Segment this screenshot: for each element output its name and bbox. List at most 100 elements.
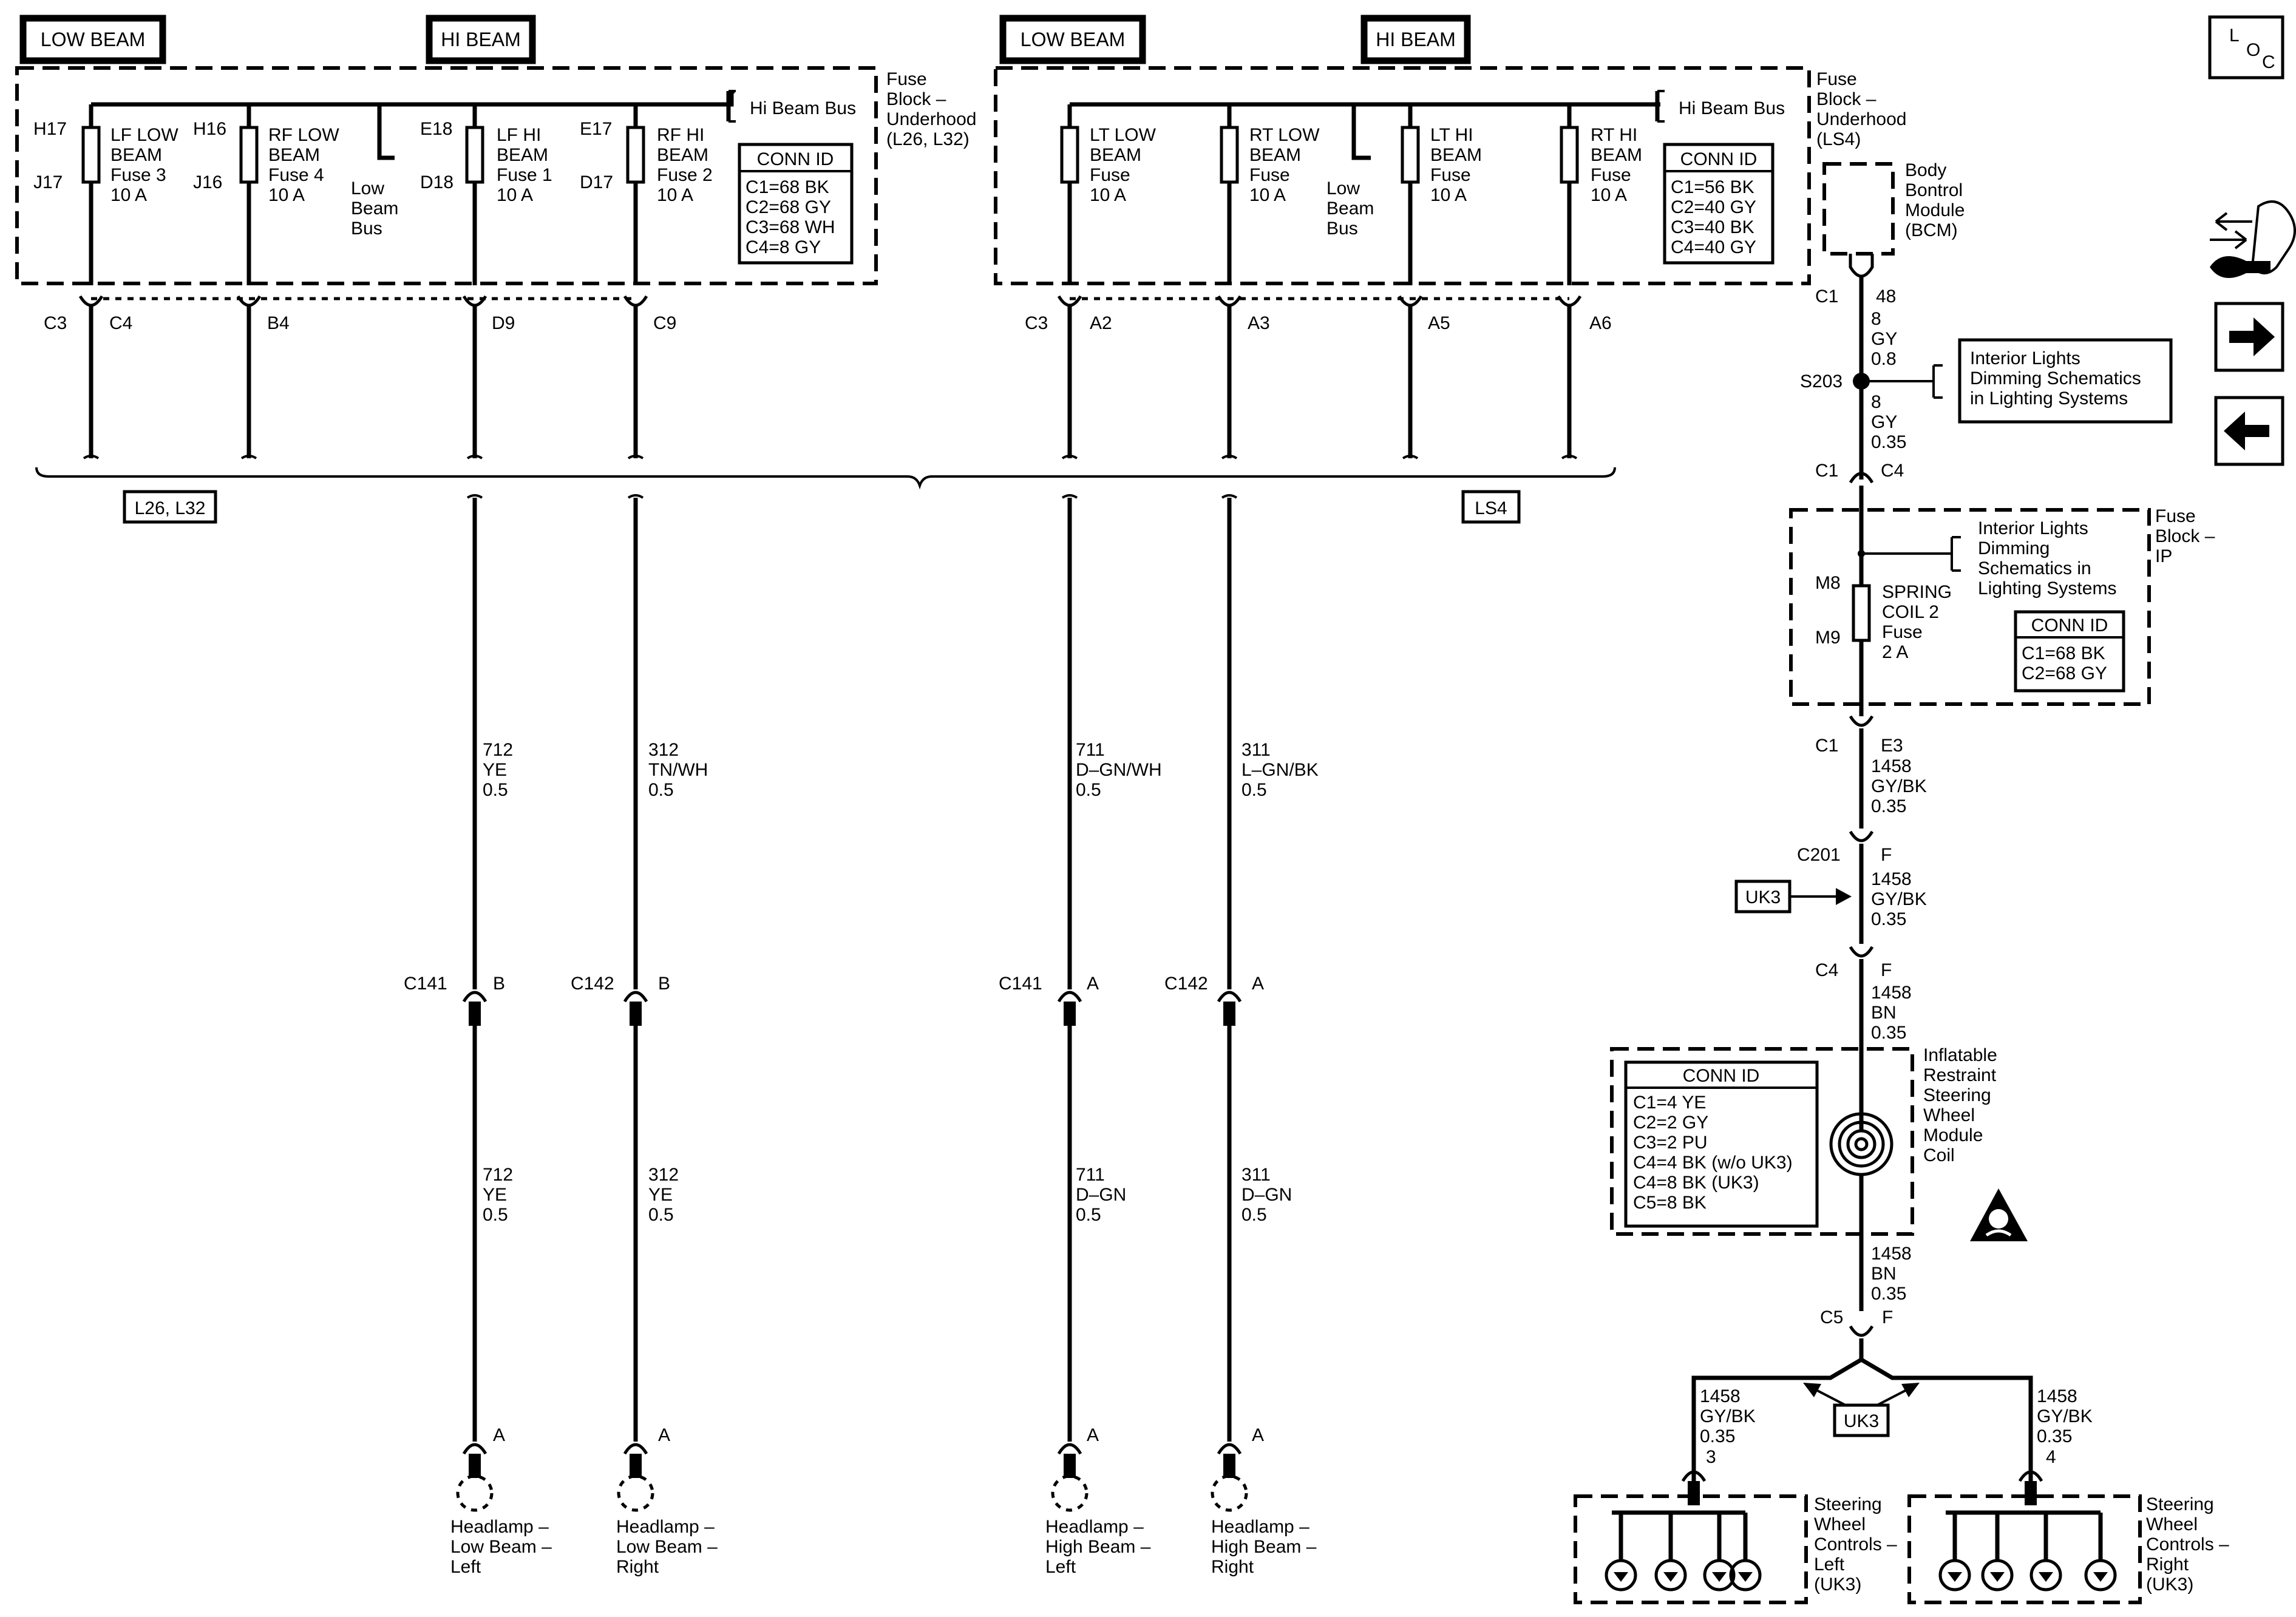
wire-label: GY xyxy=(1871,412,1897,432)
component-label: Module xyxy=(1923,1125,1983,1145)
connector-label: C1 xyxy=(1815,461,1838,481)
title-line: IP xyxy=(2155,546,2172,566)
wire-label: 0.5 xyxy=(648,1205,674,1225)
component-label: Right xyxy=(616,1557,659,1577)
wire-label: 1458 xyxy=(1871,1244,1912,1264)
ref-text: Schematics in xyxy=(1978,558,2091,578)
cavity-label: H16 xyxy=(193,119,226,139)
option-label-ls4[interactable]: LS4 xyxy=(1461,490,1521,524)
connector-label: C141 xyxy=(404,974,447,994)
steering-wheel-controls-left[interactable]: 1458 GY/BK 0.35 3 Steering Wheel Control… xyxy=(1574,1386,1897,1604)
conn-id-line: C1=68 BK xyxy=(746,177,829,197)
option-uk3-c201[interactable]: UK3 xyxy=(1734,880,1852,914)
wire-label: 0.5 xyxy=(483,1205,508,1225)
fuse-label: COIL 2 xyxy=(1882,602,1939,622)
fuse-label: RF LOW xyxy=(268,125,339,145)
connector-tools-icon[interactable] xyxy=(2210,200,2296,278)
connector-label: A3 xyxy=(1248,313,1270,333)
wire-label: 311 xyxy=(1241,1165,1271,1185)
fuse-lt-low-beam: LT LOW BEAM Fuse 10 A xyxy=(1060,104,1156,285)
option-brace xyxy=(35,467,1616,490)
fuse-label: 10 A xyxy=(1090,185,1126,205)
conn-id-line: C2=2 GY xyxy=(1633,1113,1708,1133)
fuse-label: Fuse 2 xyxy=(657,165,713,185)
connector-label: C1 xyxy=(1815,736,1838,756)
conn-id-line: C3=2 PU xyxy=(1633,1133,1708,1153)
bcm-module[interactable]: Body Bontrol Module (BCM) xyxy=(1822,160,1965,278)
fuse-label: BEAM xyxy=(110,145,162,165)
low-beam-bus-label: Low Beam Bus xyxy=(1326,178,1374,239)
headlamp-high-beam-right[interactable]: A Headlamp – High Beam – Right xyxy=(1211,1425,1317,1577)
wire-label: 712 xyxy=(483,1165,513,1185)
headlamp-low-beam-right[interactable]: A Headlamp – Low Beam – Right xyxy=(616,1425,718,1577)
wire-label: BN xyxy=(1871,1264,1897,1284)
connector-label: C142 xyxy=(1164,974,1208,994)
option-uk3-split[interactable]: UK3 xyxy=(1803,1383,1920,1437)
wire-label: GY/BK xyxy=(1871,889,1927,909)
wire-label: 0.35 xyxy=(1871,432,1906,452)
previous-page-button[interactable] xyxy=(2214,396,2284,466)
component-label: Wheel xyxy=(1814,1514,1866,1534)
fuse-label: BEAM xyxy=(1591,145,1642,165)
wire-label: 1458 xyxy=(1700,1386,1741,1406)
fuse-rf-hi-beam: E17 D17 RF HI BEAM Fuse 2 10 A xyxy=(580,104,713,285)
component-label: Restraint xyxy=(1923,1065,1997,1085)
connector-label: C5 xyxy=(1820,1307,1843,1327)
component-label: Module xyxy=(1905,200,1965,220)
headlamp-wire-high-left: 711 D–GN/WH 0.5 C141 A 711 D–GN 0.5 xyxy=(999,494,1162,1442)
option-label-l26[interactable]: L26, L32 xyxy=(123,490,217,524)
wire-label: 0.5 xyxy=(1076,1205,1101,1225)
steering-wheel-controls-right[interactable]: 1458 GY/BK 0.35 4 Steering Wheel Control… xyxy=(1907,1386,2229,1604)
wire-label: 711 xyxy=(1076,740,1105,760)
fuse-block-ip: C1 C4 M8 M9 SPRING COIL 2 Fuse 2 A Inter… xyxy=(1789,461,2215,727)
connector-label: C141 xyxy=(999,974,1042,994)
component-label: High Beam – xyxy=(1211,1537,1317,1557)
connector-c5: C5 F xyxy=(1691,1307,2033,1481)
wire-label: 8 xyxy=(1871,309,1881,329)
connector-label: C201 xyxy=(1797,845,1841,865)
conn-id-title: CONN ID xyxy=(1680,149,1758,169)
loc-icon[interactable]: L O C xyxy=(2208,15,2284,80)
reference-box-interior-lights[interactable]: Interior Lights Dimming Schematics in Li… xyxy=(1958,338,2173,424)
wire-label: D–GN/WH xyxy=(1076,760,1162,780)
conn-id-title: CONN ID xyxy=(757,149,834,169)
connector-label: A6 xyxy=(1589,313,1612,333)
fuse-label: Fuse 3 xyxy=(110,165,166,185)
steering-wheel-coil-module[interactable]: CONN ID C1=4 YE C2=2 GY C3=2 PU C4=4 BK … xyxy=(1610,1045,1997,1311)
connector-label: C4 xyxy=(1881,461,1904,481)
conn-id-table: CONN ID C1=56 BK C2=40 GY C3=40 BK C4=40… xyxy=(1663,143,1775,265)
connector-label: C1 xyxy=(1815,286,1838,307)
component-label: Headlamp – xyxy=(1045,1517,1144,1537)
pin-label: A xyxy=(1252,1425,1264,1445)
fuse-label: SPRING xyxy=(1882,582,1952,602)
fuse-label: Fuse xyxy=(1430,165,1471,185)
connector-pins: C3 C4 B4 D9 C9 xyxy=(44,295,676,333)
connector-c4-coil: C4 F 1458 BN 0.35 xyxy=(1815,946,1912,1132)
wire-label: 1458 xyxy=(1871,756,1912,776)
headlamp-wire-high-right: 311 L–GN/BK 0.5 C142 A 311 D–GN 0.5 xyxy=(1164,494,1319,1442)
headlamp-high-beam-left[interactable]: A Headlamp – High Beam – Left xyxy=(1045,1425,1151,1577)
fuse-label: BEAM xyxy=(1430,145,1482,165)
connector-label: C4 xyxy=(109,313,132,333)
component-label: Controls – xyxy=(2146,1534,2229,1554)
wire-label: 0.35 xyxy=(1871,796,1906,816)
tab-low-beam-2[interactable]: LOW BEAM xyxy=(999,15,1146,64)
ref-text: Dimming xyxy=(1978,538,2050,558)
conn-id-line: C2=40 GY xyxy=(1671,197,1756,217)
next-page-button[interactable] xyxy=(2214,302,2284,372)
tab-hi-beam-2[interactable]: HI BEAM xyxy=(1360,15,1471,64)
wire-label: GY/BK xyxy=(1871,776,1927,796)
headlamp-wire-low-right: 312 TN/WH 0.5 C142 B 312 YE 0.5 xyxy=(571,494,708,1442)
cavity-label: M8 xyxy=(1815,573,1841,593)
wire-label: 0.35 xyxy=(1871,1023,1906,1043)
conn-id-line: C2=68 GY xyxy=(2022,663,2107,683)
headlamp-low-beam-left[interactable]: A Headlamp – Low Beam – Left xyxy=(450,1425,552,1577)
fuse-label: 10 A xyxy=(1249,185,1286,205)
tab-low-beam-1[interactable]: LOW BEAM xyxy=(19,15,166,64)
component-label: Steering xyxy=(2146,1494,2214,1514)
wire-label: 0.5 xyxy=(1241,1205,1267,1225)
wire-label: D–GN xyxy=(1241,1185,1292,1205)
component-label: Headlamp – xyxy=(450,1517,549,1537)
tab-hi-beam-1[interactable]: HI BEAM xyxy=(426,15,536,64)
fuse-label: LT LOW xyxy=(1090,125,1156,145)
